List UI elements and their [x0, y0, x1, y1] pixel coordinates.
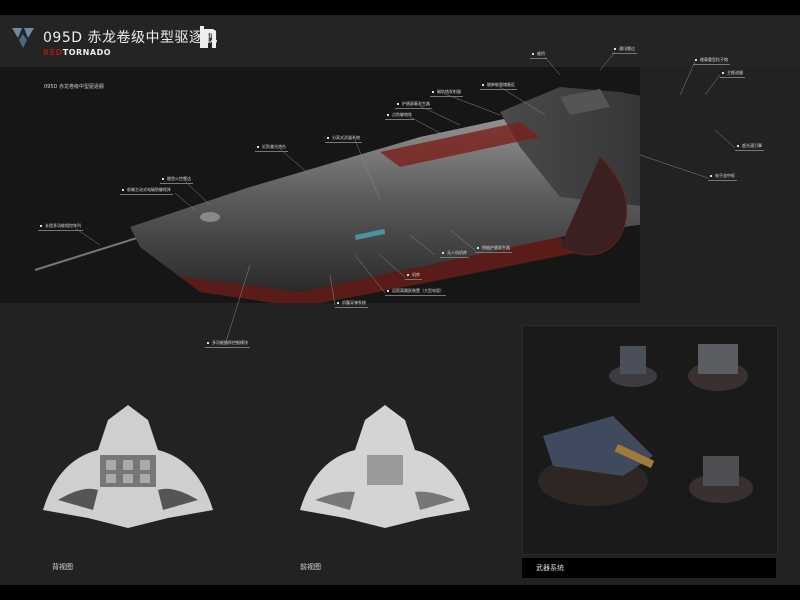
weapons-panel	[522, 325, 778, 555]
back-view-render	[43, 405, 213, 528]
callout-label: 远距离跳跃装置（大型电容）	[385, 288, 446, 296]
front-view-label: 前视图	[300, 563, 321, 571]
callout-label: 分离式武器系统	[325, 135, 362, 143]
front-view-render	[300, 405, 470, 528]
callout-label: 电子战中枢	[708, 173, 737, 181]
callout-label: 近防激光炮台	[255, 144, 288, 152]
brand-name: REDTORNADO	[43, 48, 112, 57]
turret-small-icon	[609, 346, 657, 387]
hero-subtitle: 095D 赤龙卷级中型驱逐舰	[44, 84, 104, 90]
callout-label: 机腹导弹系统	[335, 300, 368, 308]
main-cannon-icon	[538, 416, 655, 506]
callout-label: 长程多功能相控阵列	[38, 223, 83, 231]
callout-label: 点防御炮阵	[385, 112, 414, 120]
callout-label: 机库	[405, 272, 422, 280]
n-logo-icon	[200, 26, 216, 48]
art-sheet: 095D 赤龙卷级中型驱逐舰 REDTORNADO 095D 赤龙卷级中型驱逐舰	[0, 15, 800, 585]
weapons-label: 武器系统	[536, 564, 564, 572]
header: 095D 赤龙卷级中型驱逐舰 REDTORNADO	[0, 15, 800, 67]
callout-label: 通讯雷达	[612, 46, 637, 54]
callout-label: 舰舯能量储备区	[480, 82, 517, 90]
callout-label: 磁轨炮发射器	[430, 89, 463, 97]
studio-logo-icon	[12, 28, 34, 48]
callout-label: 主推进器	[720, 70, 745, 78]
weapon-renders	[538, 344, 753, 506]
missile-pod-icon	[688, 344, 748, 391]
callout-label: 舰桥	[530, 51, 547, 59]
callout-label: 舰首火控雷达	[160, 176, 193, 184]
launcher-icon	[689, 456, 753, 503]
callout-label: 超光速引擎	[735, 143, 764, 151]
callout-lines	[74, 51, 736, 345]
callout-label: 侧舷护盾发生器	[475, 245, 512, 253]
hero-render	[0, 67, 640, 303]
callout-label: 舰载重型粒子炮	[693, 57, 730, 65]
weapons-label-bar: 武器系统	[522, 558, 776, 578]
callout-label: 无人机机库	[440, 250, 469, 258]
back-view-label: 背视图	[52, 563, 73, 571]
callout-label: 护盾屏蔽发生器	[395, 101, 432, 109]
page-title: 095D 赤龙卷级中型驱逐舰	[43, 30, 218, 46]
callout-label: 多功能指挥控制模块	[205, 340, 250, 348]
callout-label: 前端主动式电磁防御矩阵	[120, 187, 173, 195]
destroyer-render	[34, 87, 640, 303]
